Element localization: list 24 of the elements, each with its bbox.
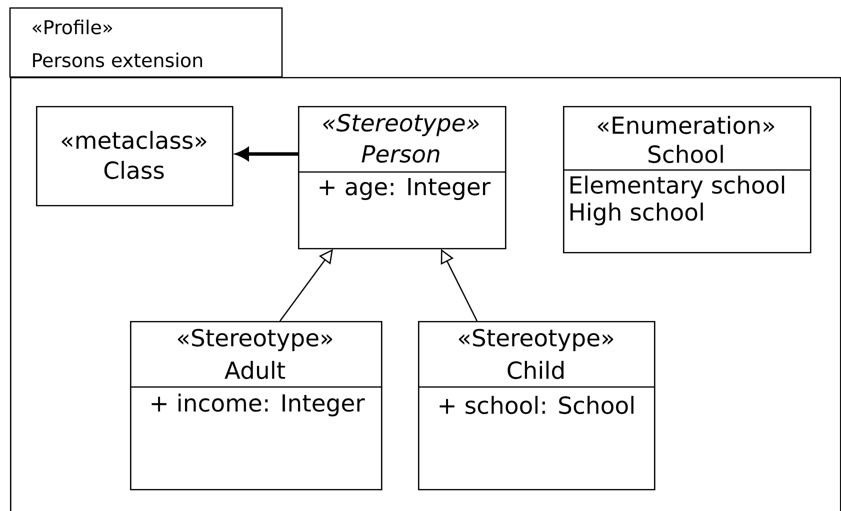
name-label: School	[648, 144, 723, 164]
name-label: Class	[104, 160, 164, 180]
class-box	[130, 321, 382, 490]
class-box	[36, 106, 234, 206]
text-label: + school: School	[440, 396, 634, 414]
name-label: Adult	[224, 360, 286, 380]
class-box	[418, 321, 656, 490]
stereotype-label: «Enumeration»	[598, 116, 774, 134]
text-label: Elementary school	[570, 176, 784, 198]
name-label: Person	[362, 145, 440, 163]
stereotype-label: «Stereotype»	[323, 114, 479, 136]
text-label: High school	[570, 202, 703, 226]
class-box	[298, 106, 506, 250]
extension-arrow	[236, 148, 298, 160]
text-label: «Profile»	[32, 20, 112, 34]
text-label: + age: Integer	[320, 178, 491, 200]
class-box	[563, 106, 812, 254]
stereotype-label: «Stereotype»	[458, 328, 614, 352]
name-label: Persons extension	[33, 52, 202, 68]
stereotype-label: «Stereotype»	[178, 328, 332, 352]
stereotype-label: «metaclass»	[62, 130, 206, 150]
name-label: Child	[508, 360, 564, 380]
package-frame	[9, 7, 841, 511]
text-label: + income: Integer	[152, 394, 365, 416]
